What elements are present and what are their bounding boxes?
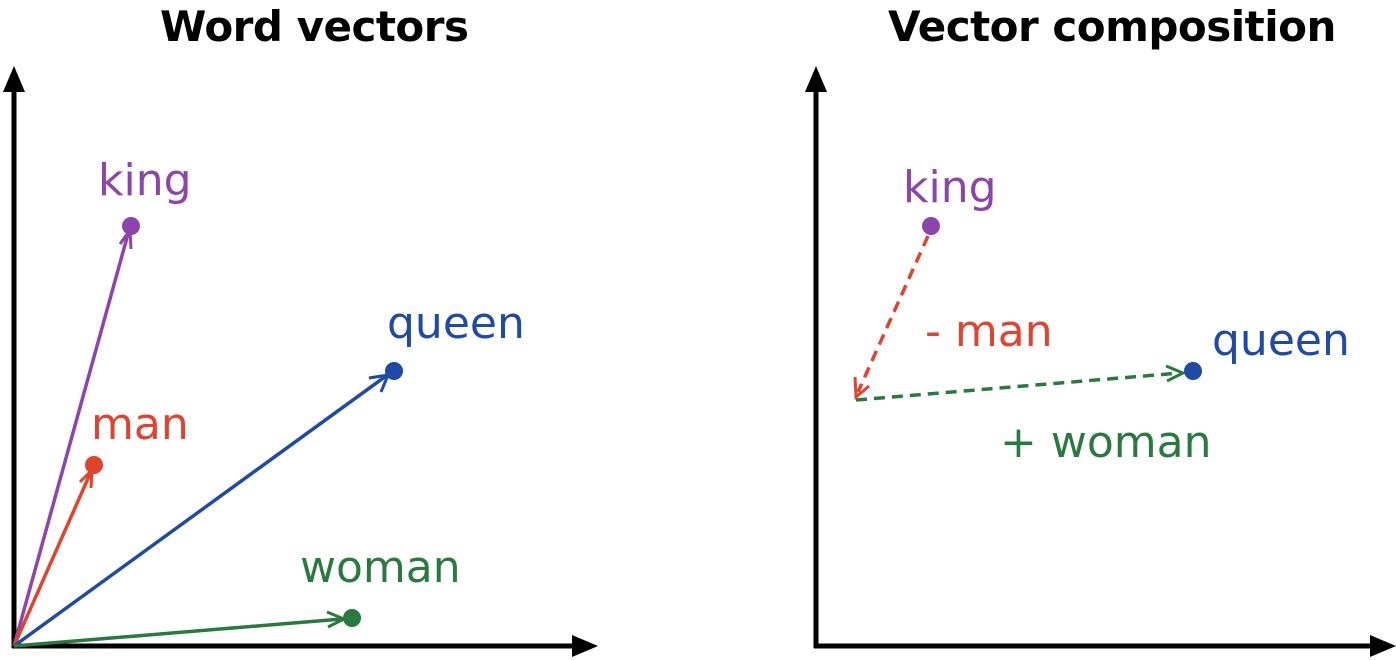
right-axes (805, 66, 1396, 657)
vector-composition-title: Vector composition (888, 2, 1336, 51)
queen-vector (12, 362, 403, 648)
man-vector (12, 456, 103, 647)
minus-man-label: - man (925, 306, 1053, 357)
woman-label: woman (300, 542, 461, 593)
plus-woman-vector (855, 364, 1187, 402)
king-label: king (98, 155, 192, 206)
woman-vector (13, 609, 361, 648)
king-point (122, 217, 140, 235)
queen-point (385, 362, 403, 380)
word-vectors-title: Word vectors (160, 2, 469, 51)
queen-label-composition: queen (1212, 315, 1350, 366)
plus-woman-label: + woman (1000, 417, 1211, 468)
queen-point-composition (1184, 362, 1202, 380)
minus-man-vector (853, 235, 930, 401)
king-point-composition (922, 217, 940, 235)
king-label-composition: king (903, 162, 997, 213)
woman-point (343, 609, 361, 627)
left-x-axis-arrowhead (572, 635, 598, 657)
queen-label: queen (387, 298, 525, 349)
man-label: man (91, 399, 189, 450)
man-point (85, 456, 103, 474)
left-axes (3, 66, 598, 657)
left-y-axis-arrowhead (3, 66, 25, 92)
right-y-axis-arrowhead (805, 66, 827, 92)
king-vector (12, 217, 140, 647)
right-x-axis-arrowhead (1370, 635, 1396, 657)
